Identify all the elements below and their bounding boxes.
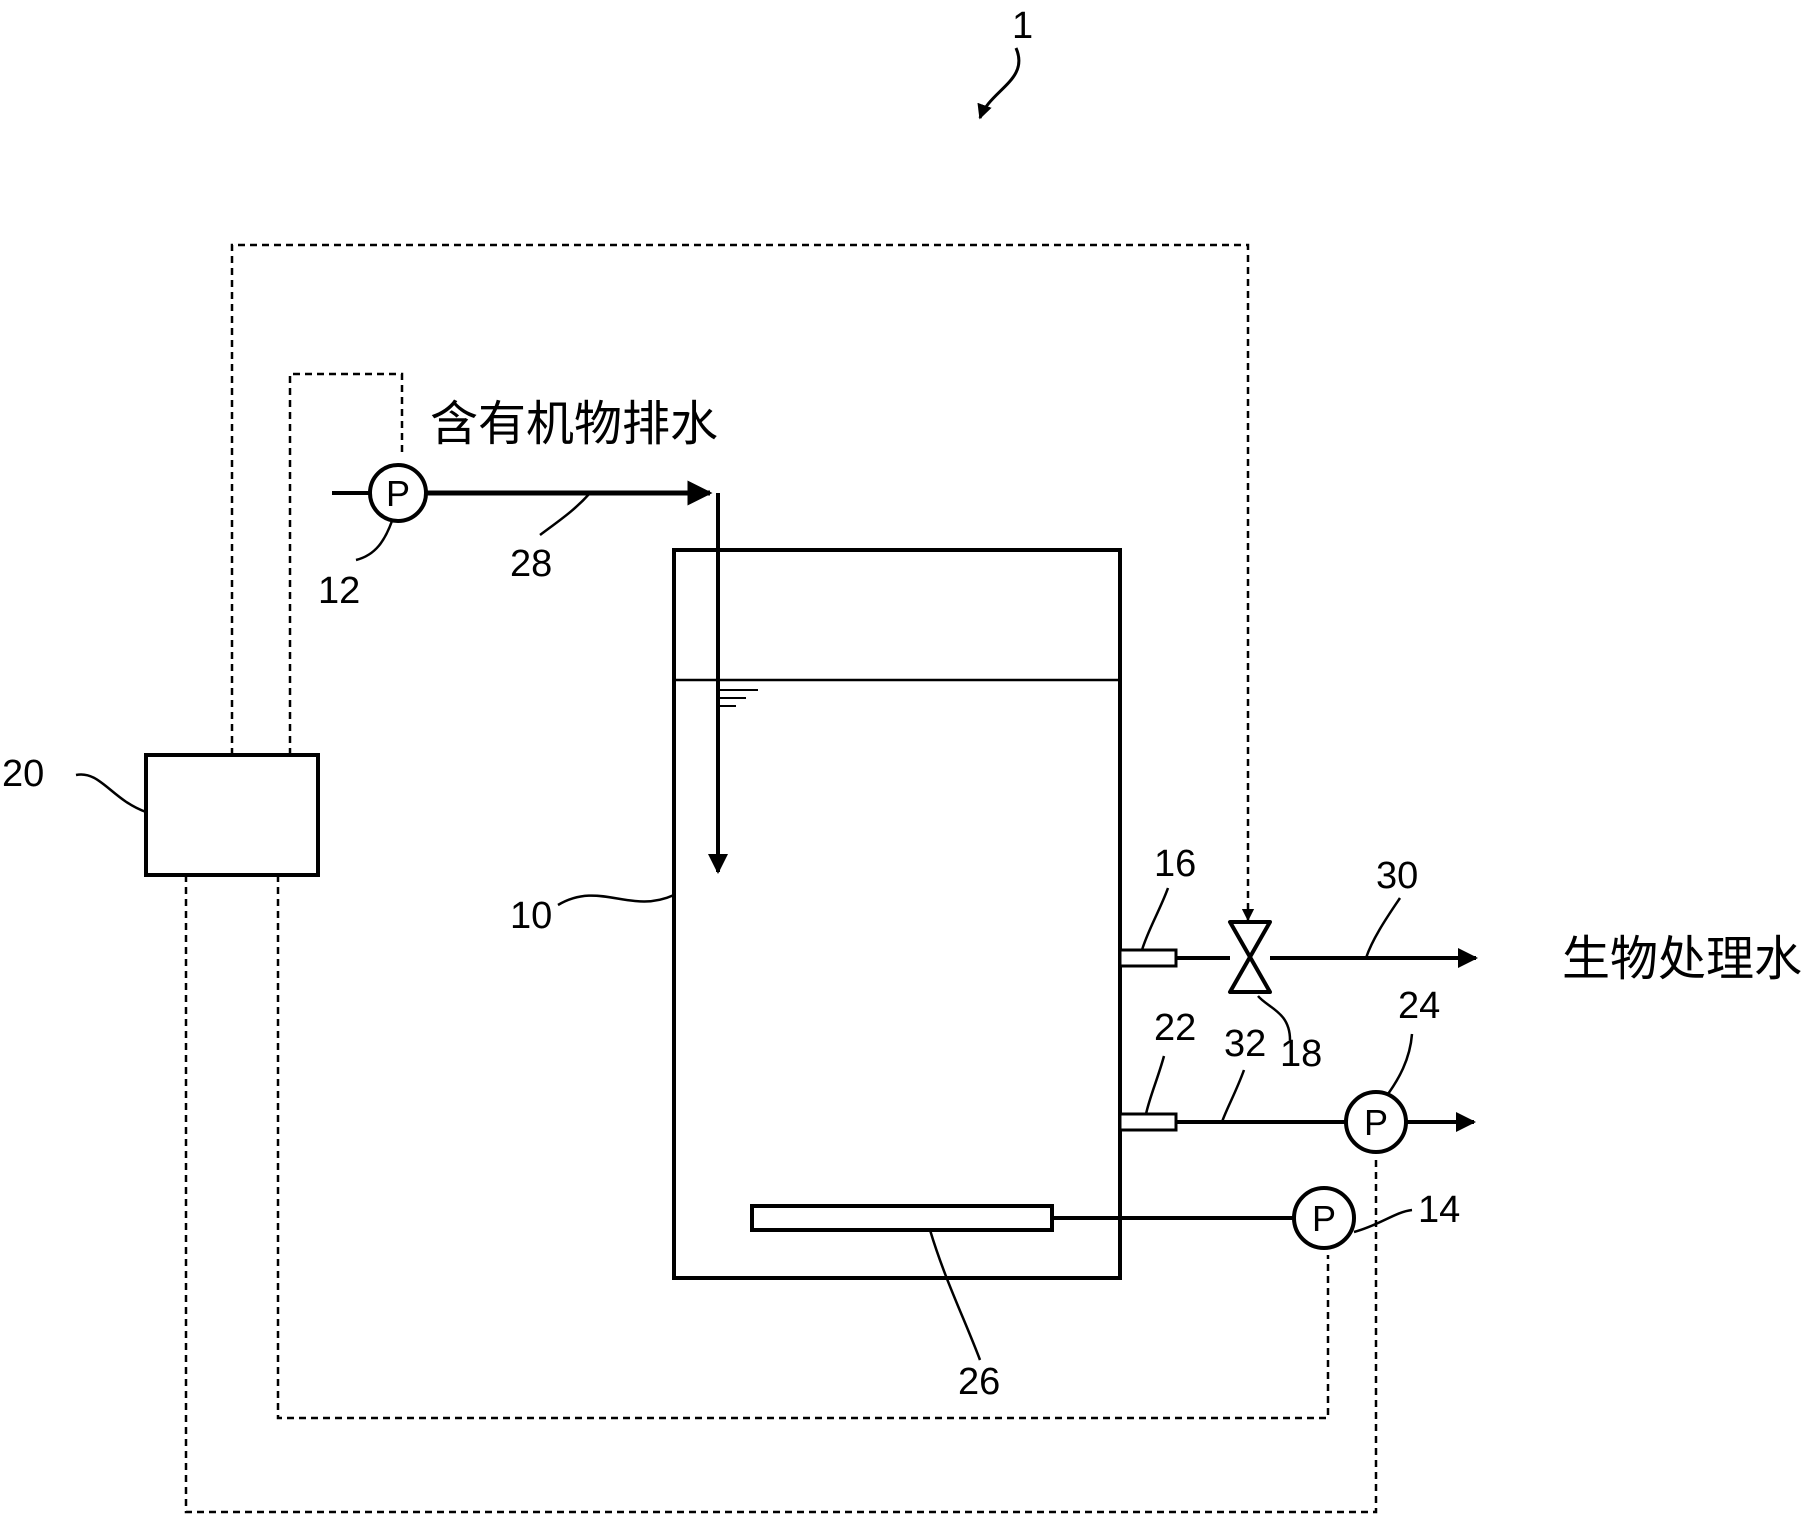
valve-label: 18: [1280, 1033, 1322, 1075]
outlet-port: [1118, 948, 1178, 968]
inflow-label: 含有机物排水: [430, 396, 718, 452]
system-number-label: 1: [1012, 5, 1033, 47]
air-pump-symbol: P: [1312, 1198, 1336, 1239]
sludge-port-label: 22: [1154, 1007, 1196, 1049]
controller-box: [144, 753, 320, 877]
aerator-diffuser: [750, 1204, 1054, 1232]
system-pointer-arrow: [977, 47, 1021, 120]
controller-leader: [75, 773, 147, 814]
outlet-valve: [1228, 920, 1272, 994]
outlet-port-leader: [1140, 887, 1170, 951]
valve-leader: [1257, 995, 1292, 1041]
feed-pump-leader: [355, 520, 394, 562]
control-line-feed-pump: [288, 372, 404, 755]
sludge-pump-label: 24: [1398, 985, 1440, 1027]
sludge-line-label: 32: [1224, 1023, 1266, 1065]
outlet-port-label: 16: [1154, 843, 1196, 885]
feed-line-label: 28: [510, 543, 552, 585]
treated-line-label: 30: [1376, 855, 1418, 897]
sludge-pump-leader: [1386, 1033, 1414, 1095]
aerator-label: 26: [958, 1361, 1000, 1403]
feed-line-leader: [539, 492, 591, 537]
water-level-symbol: [718, 689, 758, 707]
air-pump-leader: [1353, 1208, 1413, 1234]
outflow-label: 生物处理水: [1562, 931, 1802, 987]
air-pump-label: 14: [1418, 1189, 1460, 1231]
control-line-air-pump: [276, 875, 1330, 1420]
aerator-leader: [928, 1229, 982, 1361]
air-pump: [1292, 1186, 1356, 1250]
tank-leader: [557, 893, 675, 907]
sludge-port: [1118, 1112, 1178, 1132]
treated-line-leader: [1364, 897, 1402, 959]
sludge-line-leader: [1220, 1069, 1246, 1123]
sludge-port-leader: [1144, 1055, 1166, 1115]
control-line-valve: [230, 243, 1255, 922]
tank-label: 10: [510, 895, 552, 937]
reaction-tank: [672, 548, 1122, 1280]
feed-pump-symbol: P: [386, 473, 410, 514]
controller-label: 20: [2, 753, 44, 795]
feed-pump-label: 12: [318, 570, 360, 612]
control-line-sludge-pump: [184, 875, 1378, 1514]
sludge-pump-symbol: P: [1364, 1102, 1388, 1143]
